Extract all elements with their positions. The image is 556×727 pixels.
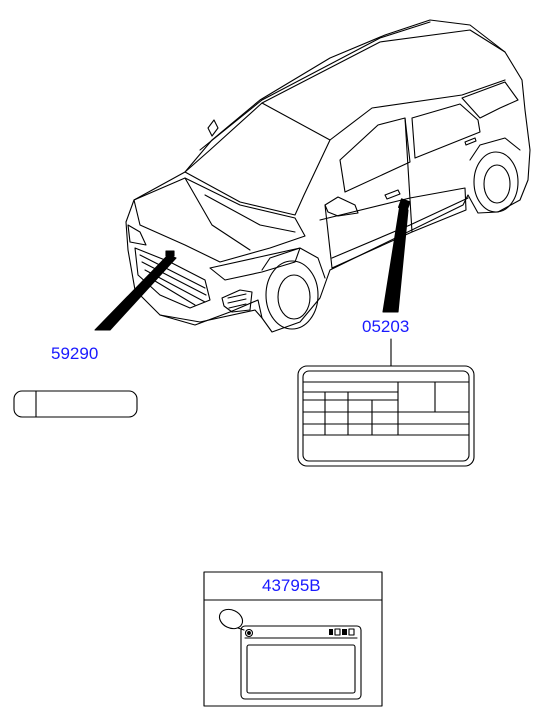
leader-59290 bbox=[94, 254, 177, 331]
tire-label-part-05203 bbox=[297, 365, 475, 467]
rear-wheel bbox=[473, 151, 519, 213]
emblem-part-59290 bbox=[13, 390, 138, 418]
part-number-59290[interactable]: 59290 bbox=[51, 344, 99, 363]
hood bbox=[133, 177, 306, 263]
part-number-05203[interactable]: 05203 bbox=[362, 317, 410, 336]
roof-line bbox=[199, 21, 431, 151]
headlight bbox=[209, 247, 301, 281]
front-grille bbox=[134, 247, 211, 309]
warning-label-part-43795B bbox=[218, 608, 362, 700]
side-mirror bbox=[324, 196, 359, 217]
side-windows bbox=[339, 117, 411, 193]
car-illustration bbox=[125, 19, 531, 333]
marker-59290 bbox=[165, 250, 175, 257]
leader-05203 bbox=[382, 204, 409, 313]
front-wheel bbox=[265, 260, 319, 330]
door-lines bbox=[319, 117, 467, 269]
part-box-43795B bbox=[203, 571, 383, 707]
part-number-43795B[interactable]: 43795B bbox=[262, 576, 321, 595]
fog-lamp bbox=[221, 289, 253, 313]
windshield bbox=[184, 102, 331, 216]
car-body-outline bbox=[125, 19, 531, 333]
marker-05203 bbox=[397, 198, 411, 211]
